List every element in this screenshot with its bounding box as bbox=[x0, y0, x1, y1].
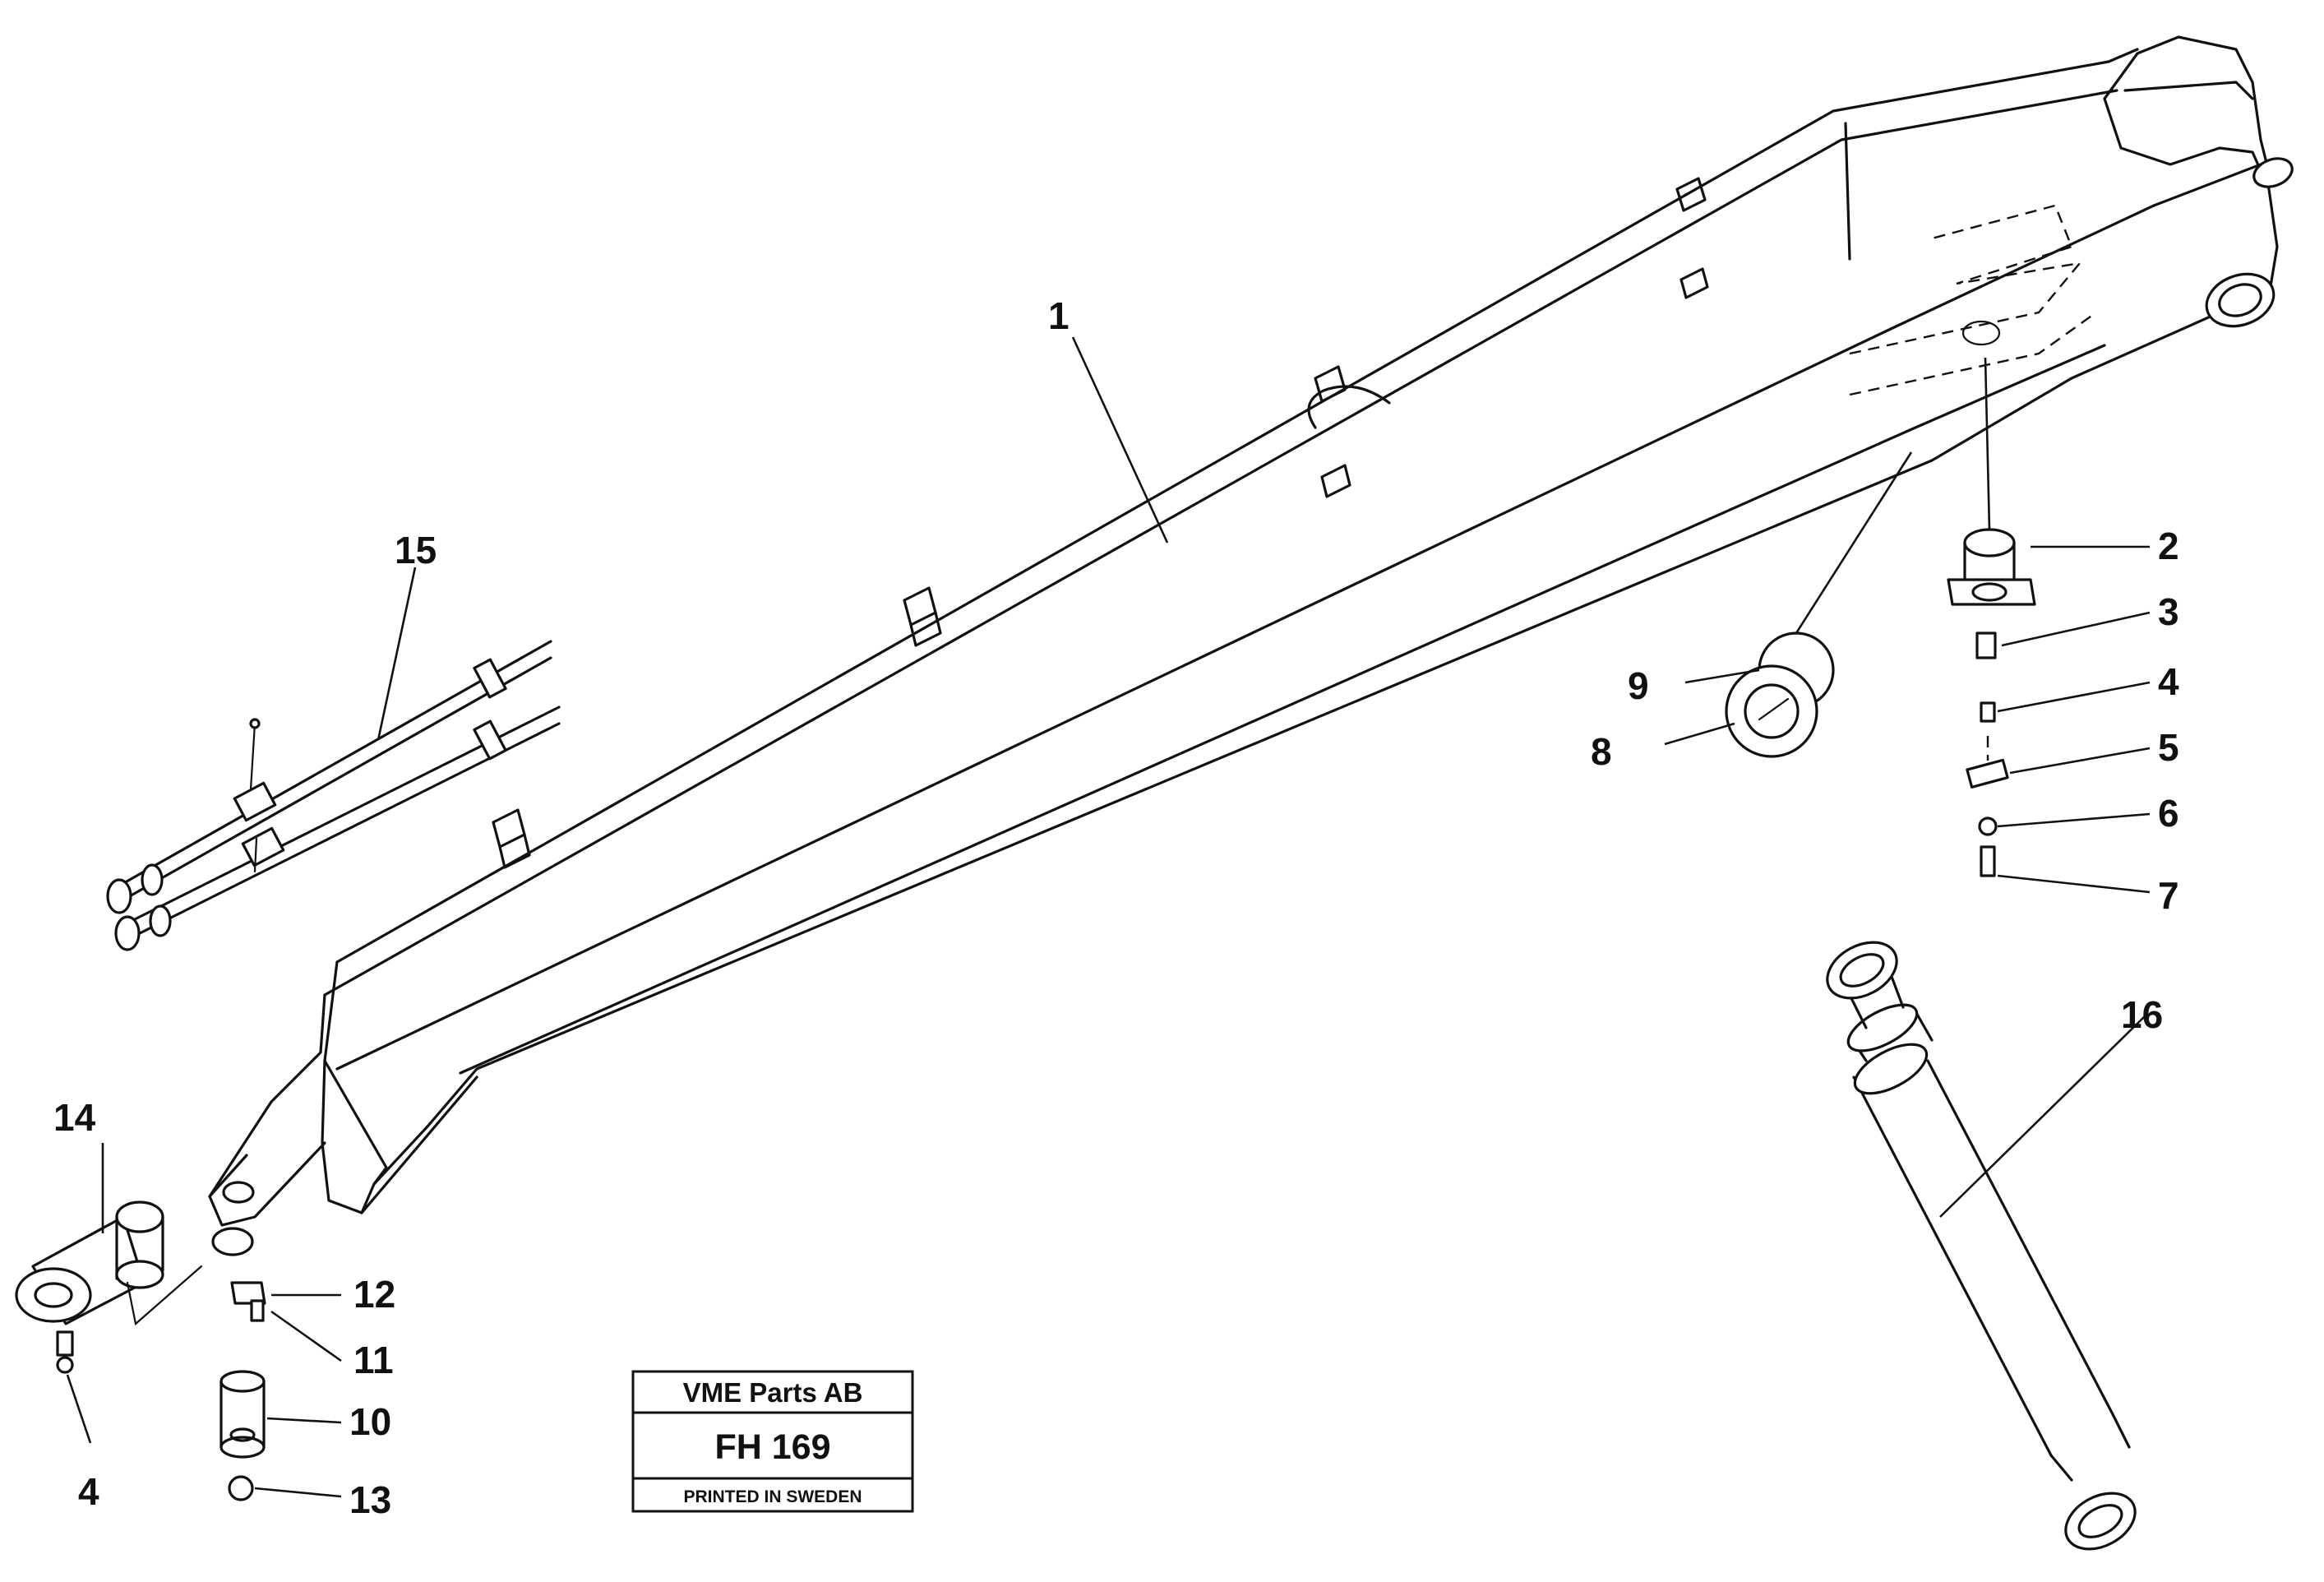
callout-11: 11 bbox=[353, 1339, 394, 1381]
hose-assembly-part-15 bbox=[106, 640, 561, 951]
boom-part-1 bbox=[208, 35, 2294, 1256]
callout-9: 9 bbox=[1628, 664, 1649, 707]
bushing-part-9-8 bbox=[1725, 631, 1835, 758]
callout-8: 8 bbox=[1591, 730, 1612, 773]
callout-4-left: 4 bbox=[78, 1470, 99, 1513]
callout-12: 12 bbox=[353, 1273, 395, 1316]
callout-16: 16 bbox=[2121, 993, 2163, 1036]
callout-6: 6 bbox=[2158, 792, 2179, 835]
callout-7: 7 bbox=[2158, 874, 2179, 917]
callout-1: 1 bbox=[1048, 294, 1070, 337]
pin-part-2 bbox=[1947, 528, 2036, 606]
title-block-company: VME Parts AB bbox=[683, 1377, 863, 1408]
callout-5: 5 bbox=[2158, 726, 2179, 769]
callout-2: 2 bbox=[2158, 525, 2179, 567]
hydraulic-cylinder-part-16 bbox=[1826, 941, 2137, 1551]
callout-3: 3 bbox=[2158, 590, 2179, 633]
bearing-part-14 bbox=[15, 1200, 203, 1326]
nipple-part-4-left bbox=[56, 1330, 74, 1374]
title-block-drawing-code: FH 169 bbox=[714, 1427, 830, 1467]
callout-13: 13 bbox=[349, 1478, 391, 1521]
callout-4-right: 4 bbox=[2158, 660, 2179, 703]
title-block-note: PRINTED IN SWEDEN bbox=[683, 1487, 862, 1506]
callout-14: 14 bbox=[53, 1096, 96, 1139]
title-block: VME Parts AB FH 169 PRINTED IN SWEDEN bbox=[631, 1370, 914, 1513]
callout-15: 15 bbox=[395, 529, 437, 571]
leader-lines bbox=[66, 336, 2151, 1498]
callout-10: 10 bbox=[349, 1400, 391, 1443]
pin-part-10-12-11-13 bbox=[219, 1281, 266, 1501]
callout-numbers: 1 15 2 3 4 5 6 7 9 8 16 14 12 11 10 13 4 bbox=[53, 294, 2179, 1521]
small-parts-3-7 bbox=[1966, 631, 2009, 877]
